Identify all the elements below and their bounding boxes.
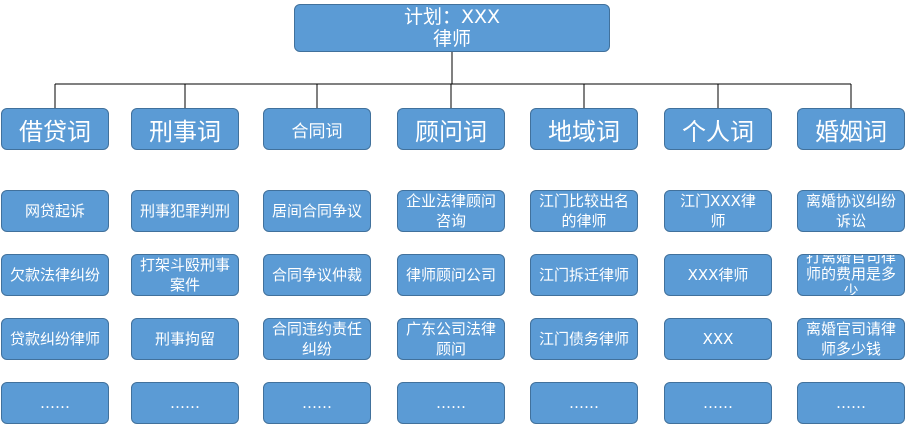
leaf-consultant-3: 广东公司法律顾问 <box>397 318 505 360</box>
category-consultant: 顾问词 <box>397 108 505 150</box>
leaf-text: 打离婚官司律师的费用是多少 <box>806 254 897 296</box>
leaf-text: 刑事犯罪判刑 <box>140 202 231 220</box>
leaf-region-2: 江门拆迁律师 <box>530 254 638 296</box>
leaf-region-1: 江门比较出名的律师 <box>530 190 638 232</box>
leaf-text: …… <box>302 394 332 412</box>
root-subtitle: 律师 <box>432 28 471 50</box>
category-criminal: 刑事词 <box>131 108 239 150</box>
leaf-text: …… <box>40 394 70 412</box>
category-marriage: 婚姻词 <box>797 108 905 150</box>
leaf-text: 江门拆迁律师 <box>539 266 630 284</box>
leaf-criminal-2: 打架斗殴刑事案件 <box>131 254 239 296</box>
leaf-text: 律师顾问公司 <box>406 266 497 284</box>
leaf-personal-3: XXX <box>664 318 772 360</box>
leaf-marriage-1: 离婚协议纠纷诉讼 <box>797 190 905 232</box>
leaf-contract-4: …… <box>263 382 371 424</box>
leaf-criminal-4: …… <box>131 382 239 424</box>
leaf-text: …… <box>436 394 466 412</box>
leaf-consultant-2: 律师顾问公司 <box>397 254 505 296</box>
leaf-text: …… <box>836 394 866 412</box>
leaf-text: 离婚官司请律师多少钱 <box>806 320 897 358</box>
leaf-text: 合同争议仲裁 <box>272 266 363 284</box>
leaf-loan-3: 贷款纠纷律师 <box>1 318 109 360</box>
leaf-criminal-3: 刑事拘留 <box>131 318 239 360</box>
leaf-text: 打架斗殴刑事案件 <box>140 256 231 294</box>
leaf-consultant-4: …… <box>397 382 505 424</box>
category-loan: 借贷词 <box>1 108 109 150</box>
leaf-text: 广东公司法律顾问 <box>406 320 497 358</box>
leaf-text: XXX律师 <box>687 266 749 284</box>
category-region: 地域词 <box>530 108 638 150</box>
leaf-text: 欠款法律纠纷 <box>10 266 101 284</box>
leaf-contract-2: 合同争议仲裁 <box>263 254 371 296</box>
leaf-text: …… <box>569 394 599 412</box>
leaf-text: 企业法律顾问咨询 <box>406 192 497 230</box>
leaf-contract-1: 居间合同争议 <box>263 190 371 232</box>
leaf-personal-1: 江门XXX律师 <box>664 190 772 232</box>
leaf-text: 网贷起诉 <box>24 202 85 220</box>
leaf-text: 刑事拘留 <box>154 330 215 348</box>
leaf-contract-3: 合同违约责任纠纷 <box>263 318 371 360</box>
leaf-marriage-2: 打离婚官司律师的费用是多少 <box>797 254 905 296</box>
leaf-text: 江门债务律师 <box>539 330 630 348</box>
leaf-loan-1: 网贷起诉 <box>1 190 109 232</box>
root-title: 计划：XXX <box>403 6 501 28</box>
leaf-text: …… <box>703 394 733 412</box>
leaf-text: XXX <box>702 330 734 348</box>
leaf-text: 江门XXX律师 <box>680 192 756 230</box>
leaf-criminal-1: 刑事犯罪判刑 <box>131 190 239 232</box>
leaf-marriage-4: …… <box>797 382 905 424</box>
leaf-region-3: 江门债务律师 <box>530 318 638 360</box>
leaf-consultant-1: 企业法律顾问咨询 <box>397 190 505 232</box>
category-personal: 个人词 <box>664 108 772 150</box>
leaf-personal-2: XXX律师 <box>664 254 772 296</box>
category-contract: 合同词 <box>263 108 371 150</box>
leaf-loan-2: 欠款法律纠纷 <box>1 254 109 296</box>
leaf-text: 离婚协议纠纷诉讼 <box>806 192 897 230</box>
leaf-text: 合同违约责任纠纷 <box>272 320 363 358</box>
leaf-text: 江门比较出名的律师 <box>539 192 630 230</box>
leaf-text: …… <box>170 394 200 412</box>
leaf-text: 贷款纠纷律师 <box>10 330 101 348</box>
leaf-personal-4: …… <box>664 382 772 424</box>
leaf-text: 居间合同争议 <box>272 202 363 220</box>
leaf-region-4: …… <box>530 382 638 424</box>
leaf-loan-4: …… <box>1 382 109 424</box>
root-node: 计划：XXX 律师 <box>294 4 610 52</box>
leaf-marriage-3: 离婚官司请律师多少钱 <box>797 318 905 360</box>
